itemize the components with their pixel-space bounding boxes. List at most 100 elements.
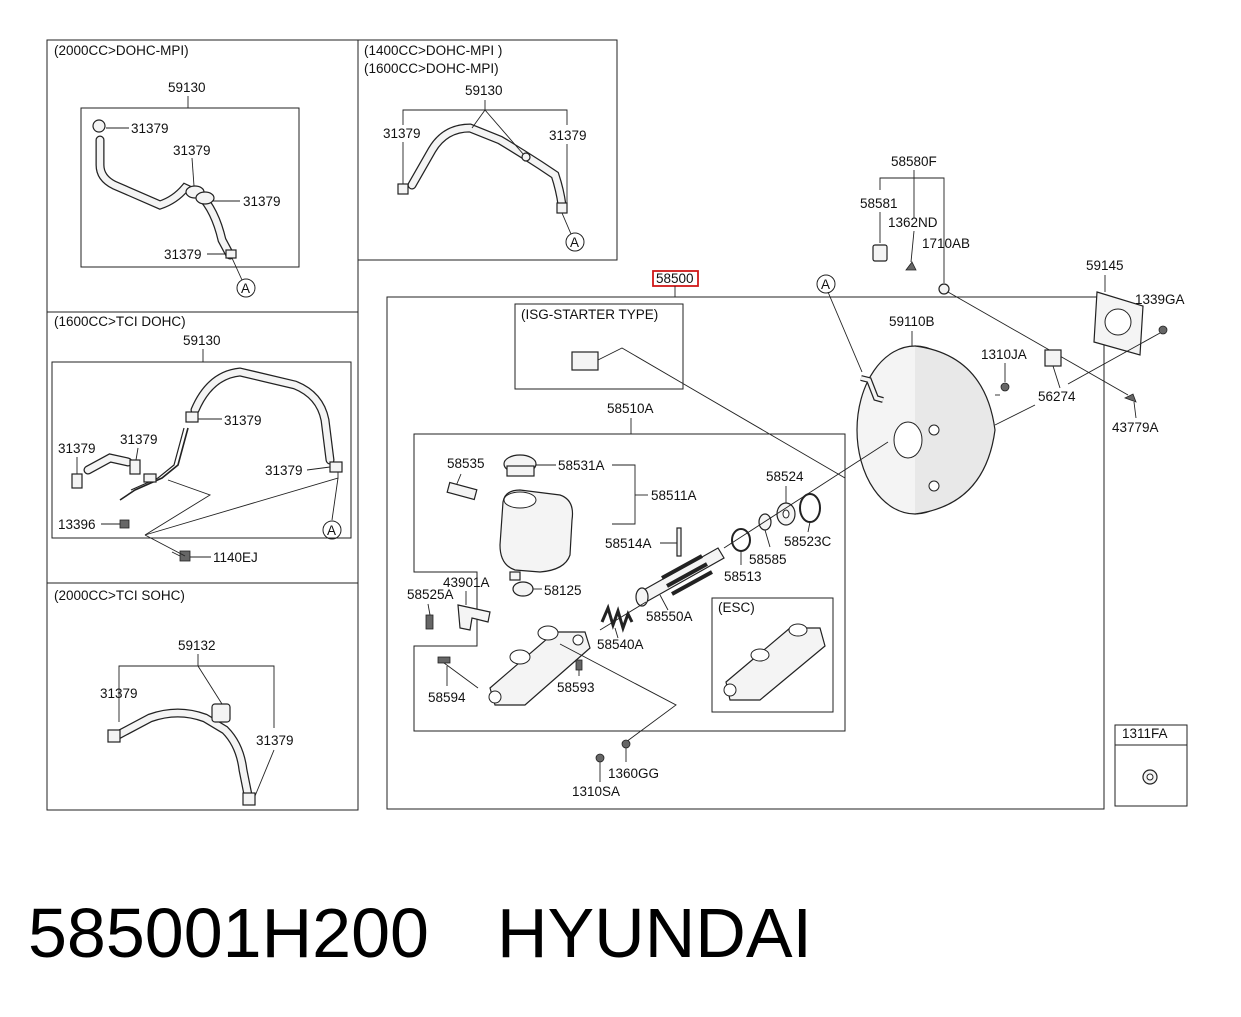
part-label: 1710AB bbox=[922, 236, 970, 251]
variant-1400-1600-dohc-mpi-frame bbox=[357, 39, 618, 261]
part-label: 1339GA bbox=[1135, 292, 1185, 307]
ref-a-label: A bbox=[241, 281, 250, 296]
variant-title: (1600CC>DOHC-MPI) bbox=[364, 61, 499, 76]
variant-title: (2000CC>TCI SOHC) bbox=[54, 588, 185, 603]
part-label: 58525A bbox=[407, 587, 454, 602]
part-number: 585001H200 bbox=[28, 894, 429, 972]
clip-icon bbox=[1123, 393, 1137, 403]
hose-clamp-icon bbox=[397, 183, 409, 195]
hose-clamp-icon bbox=[329, 461, 343, 473]
clamp-label: 31379 bbox=[58, 441, 96, 456]
part-label: 58523C bbox=[784, 534, 832, 549]
nut-icon bbox=[1000, 382, 1010, 392]
part-label: 58531A bbox=[558, 458, 605, 473]
part-caption: 585001H200 HYUNDAI bbox=[28, 888, 812, 978]
hose-clamp-icon bbox=[225, 249, 237, 259]
clip-icon bbox=[905, 261, 917, 271]
ref-a-label: A bbox=[821, 277, 830, 292]
pin-icon bbox=[676, 527, 682, 557]
part-label: 58510A bbox=[607, 401, 654, 416]
hose-clamp-icon bbox=[71, 473, 83, 489]
hose-clamp-icon bbox=[556, 202, 568, 214]
brand-name: HYUNDAI bbox=[496, 894, 812, 972]
variant-1400-1600-dohc-mpi: (1400CC>DOHC-MPI ) (1600CC>DOHC-MPI) 591… bbox=[364, 43, 587, 252]
ref-a-marker bbox=[816, 274, 836, 294]
ref-a-marker bbox=[565, 232, 585, 252]
hose-clamp-icon bbox=[129, 459, 141, 475]
part-label: 58535 bbox=[447, 456, 485, 471]
ref-a-marker bbox=[236, 278, 256, 298]
grommet-icon bbox=[938, 283, 950, 295]
part-label: 1360GG bbox=[608, 766, 659, 781]
assembly-number: 58500 bbox=[656, 271, 694, 286]
loose-part-label: 1311FA bbox=[1122, 726, 1168, 741]
snap-ring-icon bbox=[799, 493, 821, 523]
hose-clamp-icon bbox=[242, 792, 256, 806]
hose-label: 59130 bbox=[183, 333, 221, 348]
clamp-label: 31379 bbox=[224, 413, 262, 428]
hose-clamp-icon bbox=[195, 191, 215, 205]
hose-connector-icon bbox=[521, 152, 531, 162]
part-label: 43779A bbox=[1112, 420, 1159, 435]
isg-title: (ISG-STARTER TYPE) bbox=[521, 307, 658, 322]
esc-master-cylinder-icon bbox=[725, 627, 826, 701]
esc-title: (ESC) bbox=[718, 600, 755, 615]
part-label: 58581 bbox=[860, 196, 898, 211]
variant-title: (2000CC>DOHC-MPI) bbox=[54, 43, 189, 58]
bolt-icon bbox=[437, 656, 451, 664]
assembly-number-highlight bbox=[652, 270, 699, 287]
part-label: 58540A bbox=[597, 637, 644, 652]
part-label: 58594 bbox=[428, 690, 466, 705]
clamp-label: 31379 bbox=[100, 686, 138, 701]
variant-title: (1600CC>TCI DOHC) bbox=[54, 314, 186, 329]
hose-clamp-icon bbox=[92, 119, 106, 133]
hose-label: 59130 bbox=[465, 83, 503, 98]
part-label: 58593 bbox=[557, 680, 595, 695]
grommet-icon bbox=[512, 581, 534, 597]
clamp-label: 31379 bbox=[549, 128, 587, 143]
ref-a-marker bbox=[322, 520, 342, 540]
hose-sleeve-icon bbox=[211, 703, 231, 723]
vacuum-sensor-icon bbox=[571, 351, 599, 371]
part-label: 58524 bbox=[766, 469, 804, 484]
clamp-label: 31379 bbox=[131, 121, 169, 136]
clamp-label: 31379 bbox=[173, 143, 211, 158]
parts-diagram: (2000CC>DOHC-MPI) 59130 31379 31379 3137… bbox=[46, 39, 1188, 811]
esc-variant-box bbox=[711, 597, 834, 713]
bolt-label: 1140EJ bbox=[213, 550, 258, 565]
part-label: 58585 bbox=[749, 552, 787, 567]
loose-part-box bbox=[1114, 724, 1188, 807]
hose-label: 59132 bbox=[178, 638, 216, 653]
ref-a-label: A bbox=[570, 235, 579, 250]
variant-1600-tci-dohc: (1600CC>TCI DOHC) 59130 31379 31379 3137… bbox=[51, 314, 352, 565]
ref-a-label: A bbox=[327, 523, 336, 538]
o-ring-icon bbox=[731, 528, 751, 552]
bolt-icon bbox=[119, 519, 130, 529]
fitting-icon bbox=[143, 473, 157, 483]
check-valve-icon bbox=[872, 244, 888, 262]
nut-icon bbox=[595, 753, 605, 763]
hose-label: 59130 bbox=[168, 80, 206, 95]
part-label: 56274 bbox=[1038, 389, 1076, 404]
clamp-label: 31379 bbox=[164, 247, 202, 262]
nut-icon bbox=[621, 739, 631, 749]
part-label: 1310JA bbox=[981, 347, 1027, 362]
part-label: 58514A bbox=[605, 536, 652, 551]
part-label: 58511A bbox=[651, 488, 697, 503]
master-cylinder-box bbox=[413, 433, 846, 732]
part-label: 43901A bbox=[443, 575, 490, 590]
bolt-label: 13396 bbox=[58, 517, 96, 532]
clamp-label: 31379 bbox=[256, 733, 294, 748]
primary-piston-icon bbox=[639, 547, 725, 603]
hose-clamp-icon bbox=[107, 729, 121, 743]
variant-2000-tci-sohc: (2000CC>TCI SOHC) 59132 31379 31379 bbox=[54, 588, 294, 806]
part-label: 58513 bbox=[724, 569, 762, 584]
clamp-label: 31379 bbox=[120, 432, 158, 447]
spring-icon bbox=[600, 603, 634, 633]
variants-frame bbox=[46, 39, 359, 811]
clamp-label: 31379 bbox=[265, 463, 303, 478]
part-label: 58550A bbox=[646, 609, 693, 624]
bracket-icon bbox=[457, 604, 491, 631]
clamp-label: 31379 bbox=[383, 126, 421, 141]
variant-2000-dohc-mpi: (2000CC>DOHC-MPI) 59130 31379 31379 3137… bbox=[54, 43, 300, 298]
